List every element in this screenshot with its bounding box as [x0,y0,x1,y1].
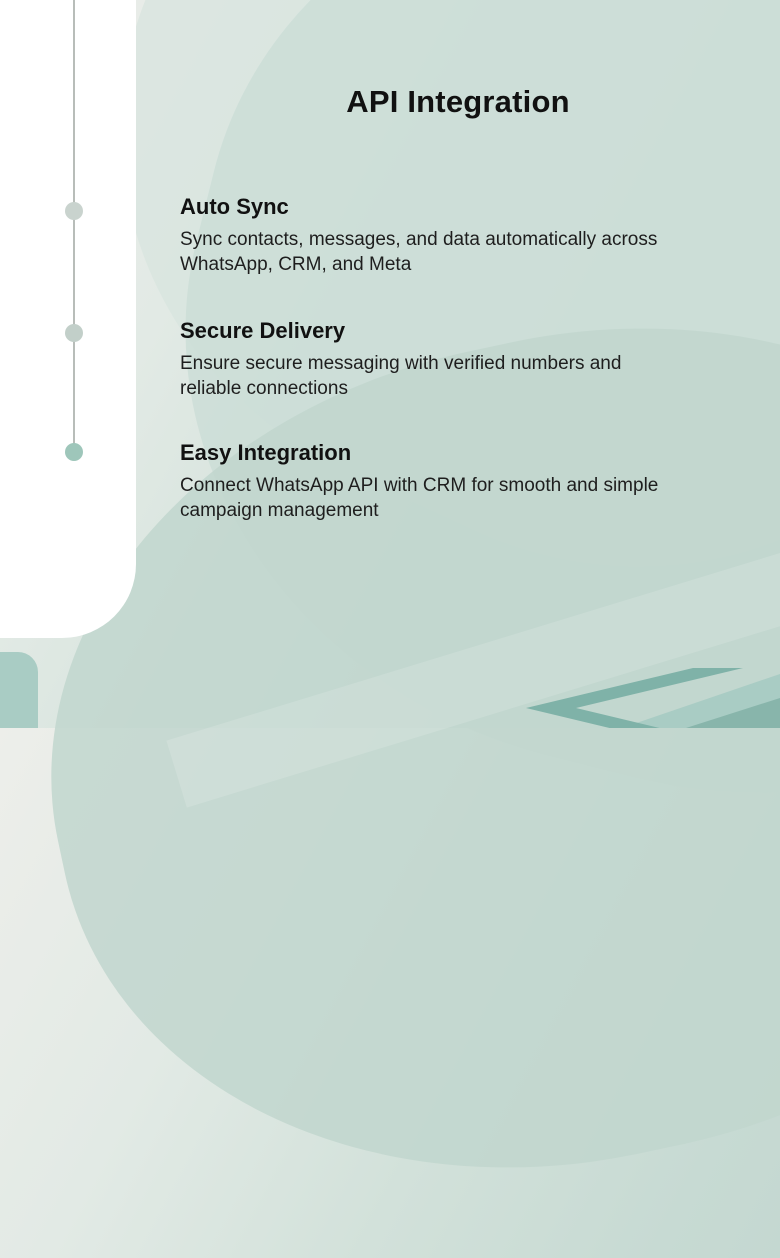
timeline-dot [65,324,83,342]
feature-auto-sync: Auto Sync Sync contacts, messages, and d… [180,194,660,277]
timeline-dot [65,443,83,461]
feature-easy-integration: Easy Integration Connect WhatsApp API wi… [180,440,660,523]
page-title: API Integration [346,84,570,119]
timeline-line [73,0,75,452]
feature-heading: Secure Delivery [180,318,346,343]
feature-description: Sync contacts, messages, and data automa… [180,229,658,275]
feature-secure-delivery: Secure Delivery Ensure secure messaging … [180,318,660,401]
feature-heading: Auto Sync [180,194,289,219]
timeline-dot [65,202,83,220]
feature-heading: Easy Integration [180,440,352,465]
bottom-left-corner-shape [0,652,38,728]
feature-description: Ensure secure messaging with verified nu… [180,353,622,399]
left-panel [0,0,136,638]
feature-description: Connect WhatsApp API with CRM for smooth… [180,475,659,521]
